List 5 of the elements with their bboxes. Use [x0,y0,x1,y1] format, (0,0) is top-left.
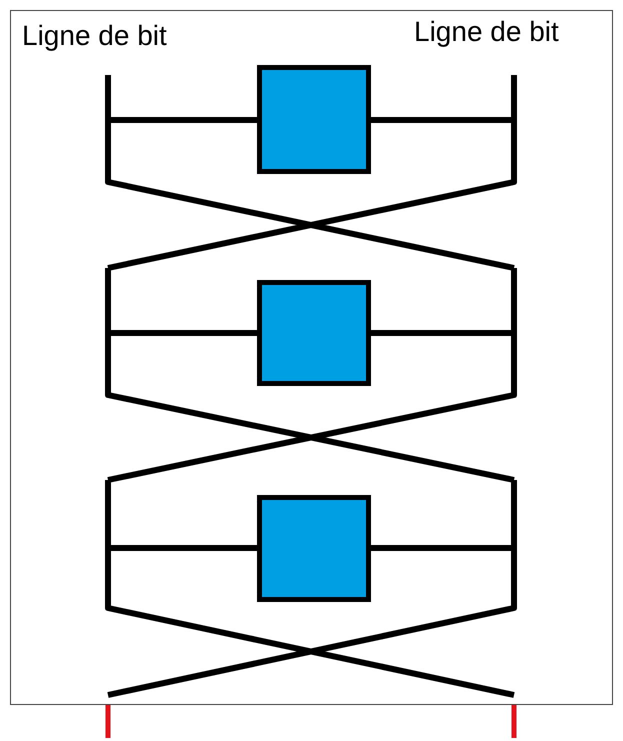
memory-cell-box [257,65,371,174]
memory-cell-box [257,495,371,602]
bit-line-label: Ligne de bit [414,18,559,46]
bit-line-label: Ligne de bit [22,22,167,50]
memory-cell-box [257,280,371,386]
